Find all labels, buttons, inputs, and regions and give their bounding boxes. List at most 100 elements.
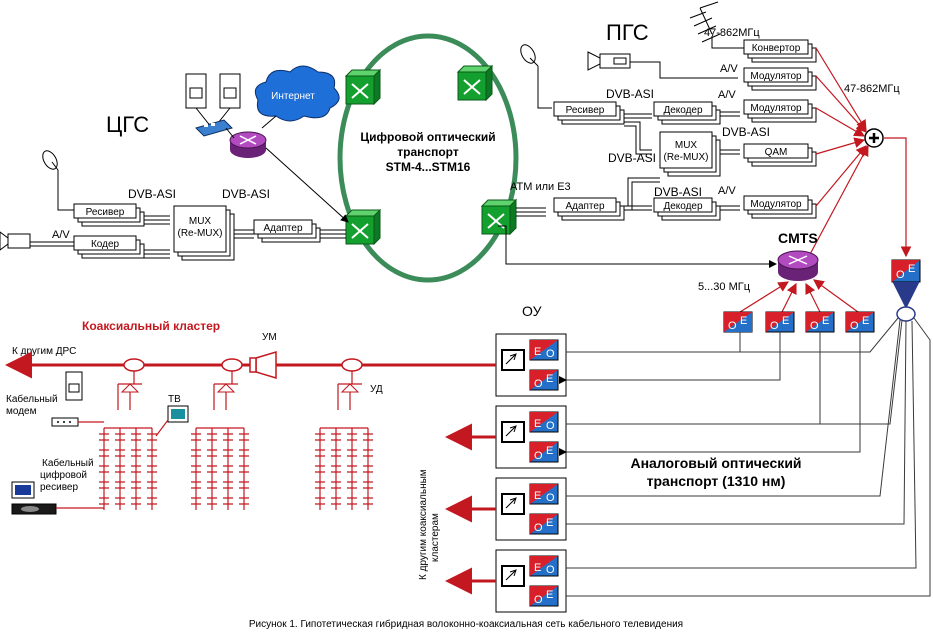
dvb-asi-label: DVB-ASI [606, 87, 654, 101]
to-other-drs-label: К другим ДРС [12, 346, 76, 357]
switch-icon [456, 64, 494, 102]
hub-icon [195, 119, 233, 137]
subscriber-tap [331, 497, 341, 505]
router-icon [229, 131, 267, 158]
um-label: УМ [262, 332, 277, 343]
subhub-receiver [553, 101, 617, 117]
subscriber-tap [115, 433, 125, 441]
subhub-converter-label: Конвертор [752, 43, 801, 54]
subhub-title: ПГС [606, 20, 649, 45]
amplifier-icon [249, 350, 277, 380]
oe-converter-icon: O E [765, 311, 795, 333]
subhub-decoder-label: Декодер [663, 105, 703, 116]
tv-label: ТВ [168, 394, 181, 405]
subscriber-tap [131, 497, 141, 505]
subscriber-tap [239, 465, 249, 473]
subscriber-tap [115, 465, 125, 473]
subscriber-tap [147, 449, 157, 457]
subscriber-tap [131, 481, 141, 489]
headend-mux [173, 205, 227, 253]
o-letter: O [546, 420, 555, 432]
subhub-adapter [553, 197, 617, 213]
subscriber-tap [315, 449, 325, 457]
subscriber-tap [131, 465, 141, 473]
subscriber-tap [191, 497, 201, 505]
cable-modem-label-2: модем [6, 406, 37, 417]
subscriber-tap [331, 433, 341, 441]
subscriber-tap [223, 433, 233, 441]
e-letter: E [546, 445, 553, 457]
subhub-adapter-label: Адаптер [565, 201, 605, 212]
subscriber-tap [363, 497, 373, 505]
oe-converter-icon: O E [805, 311, 835, 333]
figure-caption: Рисунок 1. Гипотетическая гибридная воло… [249, 618, 683, 630]
subscriber-tap [99, 465, 109, 473]
cable-receiver-label-2: цифровой [40, 469, 87, 481]
o-letter: O [534, 522, 543, 534]
subscriber-tap [147, 465, 157, 473]
subscriber-tap [239, 497, 249, 505]
subscriber-tap [347, 497, 357, 505]
subhub-modulator [743, 99, 809, 115]
subhub-modulator-label: Модулятор [750, 199, 802, 210]
subscriber-tap [115, 449, 125, 457]
subscriber-tap [347, 433, 357, 441]
headend-mux-label-2: (Re-MUX) [178, 228, 223, 239]
subscriber-tap [99, 449, 109, 457]
optical-transport-title-2: транспорт [397, 145, 459, 159]
satellite-dish-icon [42, 150, 59, 171]
headend-adapter [253, 219, 313, 235]
subscriber-tap [207, 433, 217, 441]
subscriber-tap [331, 449, 341, 457]
satellite-dish-icon [520, 44, 539, 67]
camera-icon [0, 231, 31, 251]
internet-label: Интернет [271, 91, 315, 102]
subscriber-tap [239, 481, 249, 489]
subhub-decoder [653, 101, 713, 117]
distribution-amp-icon [337, 371, 362, 410]
analog-transport-title-2: транспорт (1310 нм) [647, 473, 786, 489]
e-letter: E [534, 418, 541, 430]
headend-mux-label-1: MUX [189, 216, 212, 227]
e-letter: E [546, 517, 553, 529]
av-label: A/V [720, 63, 738, 75]
oe-converter-icon: O E [723, 311, 753, 333]
switch-icon [480, 198, 518, 236]
subhub-decoder [653, 197, 713, 213]
coax-tap-trees [99, 427, 373, 510]
subscriber-tap [99, 497, 109, 505]
subscriber-tap [331, 465, 341, 473]
analog-transport-title-1: Аналоговый оптический [630, 455, 801, 471]
av-label: A/V [718, 185, 736, 197]
headend-title: ЦГС [106, 112, 149, 137]
subscriber-tap [223, 481, 233, 489]
cable-receiver-label-1: Кабельный [42, 457, 94, 469]
to-other-clusters-label-2: кластерам [430, 513, 441, 562]
subhub-modulator [743, 67, 809, 83]
computer-icon [185, 73, 241, 109]
subscriber-tap [207, 497, 217, 505]
e-letter: E [862, 315, 869, 327]
subscriber-tap [223, 497, 233, 505]
optical-transport-title-3: STM-4...STM16 [386, 160, 471, 174]
subscriber-tap [331, 481, 341, 489]
subscriber-tap [239, 433, 249, 441]
subscriber-tap [191, 433, 201, 441]
subscriber-tap [347, 481, 357, 489]
subscriber-tap [363, 481, 373, 489]
subscriber-tap [207, 481, 217, 489]
subscriber-tap [347, 449, 357, 457]
e-letter: E [546, 373, 553, 385]
ud-label: УД [370, 384, 383, 395]
set-top-box-icon [11, 503, 57, 515]
coax-cluster-title: Коаксиальный кластер [82, 319, 220, 333]
o-letter: O [770, 320, 779, 332]
e-letter: E [534, 562, 541, 574]
subhub-qam [743, 143, 809, 159]
subscriber-tap [207, 465, 217, 473]
